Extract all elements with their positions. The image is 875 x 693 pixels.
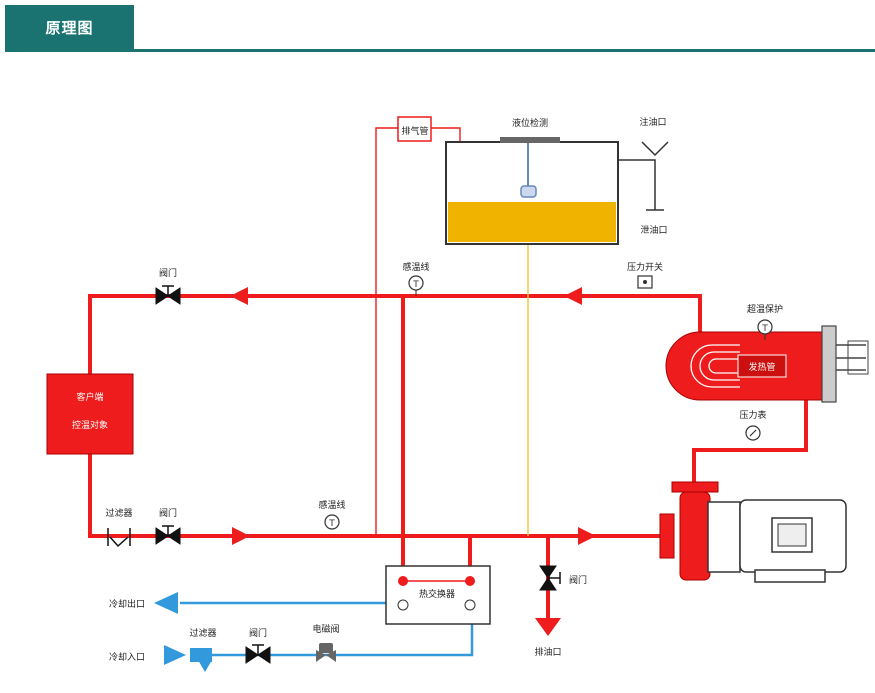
header-divider <box>5 49 875 52</box>
oil-inlet-label: 注油口 <box>639 116 666 128</box>
solenoid-valve <box>316 643 336 662</box>
filter-cool-label: 过滤器 <box>189 627 216 639</box>
pump-motor <box>659 481 847 583</box>
pressure-gauge-label: 压力表 <box>739 409 766 421</box>
temp-line-bottom-label: 感温线 <box>318 499 345 511</box>
valve-top <box>155 285 181 305</box>
customer-box <box>46 373 134 455</box>
pressure-switch-icon <box>637 275 653 289</box>
over-temp-label: 超温保护 <box>747 303 783 315</box>
pressure-switch-label: 压力开关 <box>627 261 663 273</box>
vent-line <box>375 127 461 536</box>
cooling-out-label: 冷却出口 <box>109 598 145 610</box>
filter-bottom-label: 过滤器 <box>105 507 132 519</box>
cooling-pipes <box>180 601 474 657</box>
heat-exchanger <box>385 565 491 625</box>
flow-arrows <box>230 287 596 636</box>
svg-text:T: T <box>761 324 768 334</box>
valve-drain-label: 阀门 <box>569 574 587 586</box>
valve-top-label: 阀门 <box>159 267 177 279</box>
cooling-arrows <box>154 592 186 665</box>
over-temp-thermometer-icon: T <box>757 319 773 340</box>
customer-label-2: 控温对象 <box>72 419 108 431</box>
pressure-gauge-icon <box>745 425 761 441</box>
filter-cool <box>190 648 212 672</box>
valve-cool-label: 阀门 <box>249 627 267 639</box>
cooling-in-label: 冷却入口 <box>109 651 145 663</box>
vent-pipe-label: 排气管 <box>401 125 428 137</box>
temp-line-top-label: 感温线 <box>402 261 429 273</box>
valve-bottom-label: 阀门 <box>159 507 177 519</box>
thermometer-top-icon: T <box>408 275 424 296</box>
heater-label: 发热管 <box>748 361 775 373</box>
heater-unit <box>665 325 869 403</box>
customer-label-1: 客户端 <box>76 391 103 403</box>
solenoid-label: 电磁阀 <box>312 623 339 635</box>
filter-oil <box>107 528 131 548</box>
valve-bottom <box>155 525 181 545</box>
valve-drain <box>539 565 561 591</box>
expansion-tank <box>445 137 669 245</box>
oil-drain-tank-label: 泄油口 <box>640 224 667 236</box>
valve-cool <box>245 644 271 664</box>
svg-text:T: T <box>328 519 335 529</box>
drain-outlet-label: 排油口 <box>534 646 561 658</box>
heat-exchanger-label: 热交换器 <box>419 588 455 600</box>
level-detect-label: 液位检测 <box>512 117 548 129</box>
vent-pipe-box <box>397 116 432 142</box>
svg-text:T: T <box>412 280 419 290</box>
thermometer-bottom-icon: T <box>324 514 340 530</box>
page-title: 原理图 <box>5 5 134 50</box>
